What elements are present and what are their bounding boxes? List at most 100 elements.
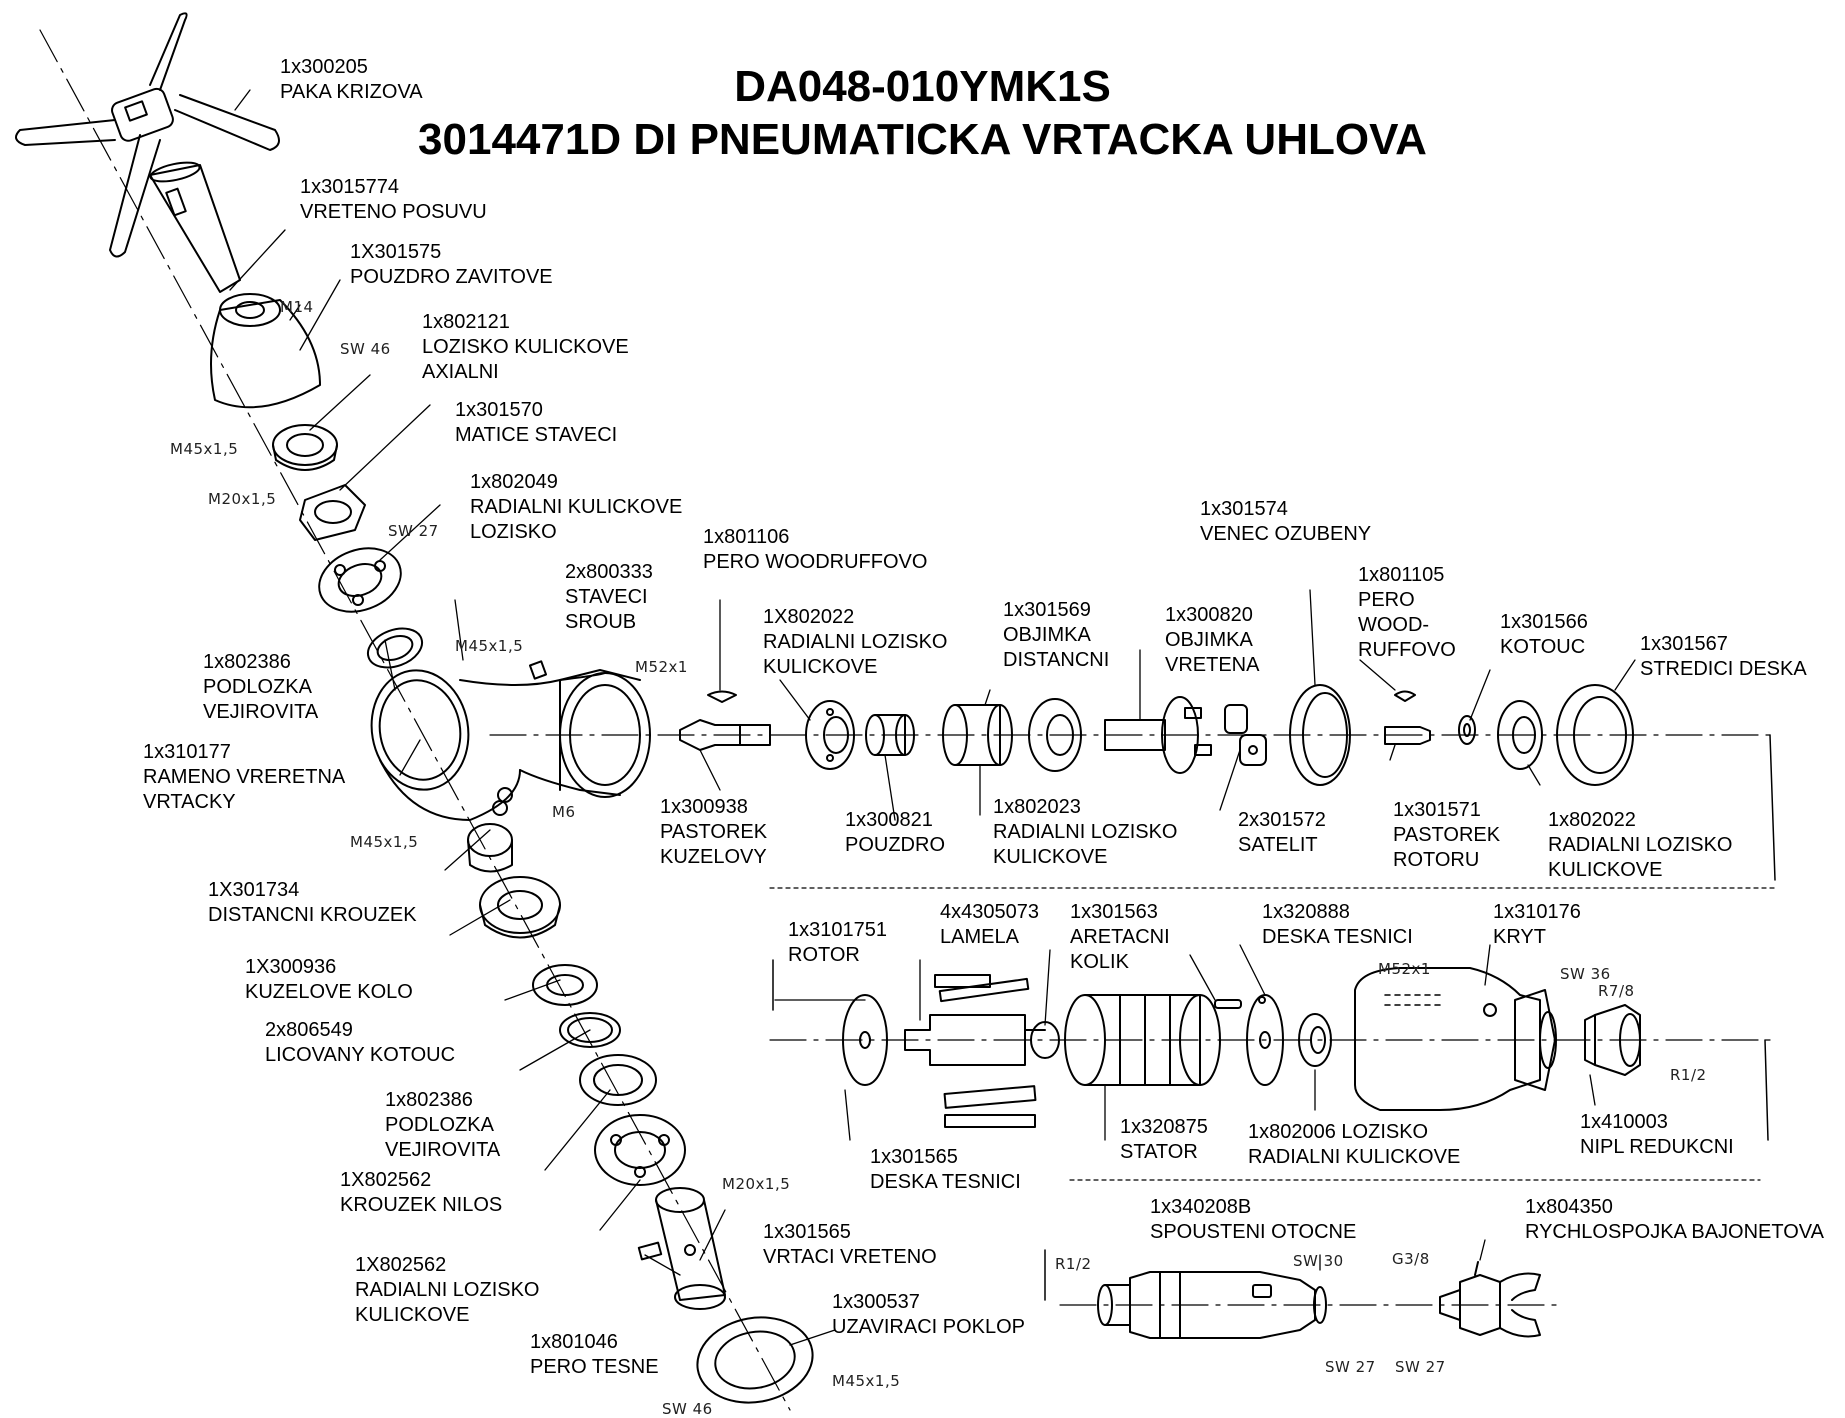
dim-label: M45x1,5 bbox=[832, 1372, 901, 1390]
dim-label: M20x1,5 bbox=[208, 490, 277, 508]
dim-label: R1/2 bbox=[1055, 1255, 1092, 1273]
drill-spindle-part bbox=[637, 1187, 726, 1310]
nilos-ring-part bbox=[579, 1054, 657, 1106]
dim-label: M14 bbox=[280, 298, 314, 316]
radial-bearing-part-5 bbox=[1497, 700, 1543, 770]
bevel-pinion-part bbox=[679, 719, 771, 751]
dim-label: SW 36 bbox=[1560, 965, 1611, 983]
dim-label: M45x1,5 bbox=[170, 440, 239, 458]
dim-label: M45x1,5 bbox=[455, 637, 524, 655]
woodruff-key-part-1 bbox=[707, 690, 737, 703]
dim-label: M52x1 bbox=[1378, 960, 1431, 978]
bushing-part bbox=[865, 714, 915, 756]
rotary-throttle-part bbox=[1097, 1271, 1327, 1339]
radial-bearing-part-3 bbox=[805, 700, 855, 770]
housing-cover-part bbox=[1354, 967, 1557, 1111]
radial-bearing-part-4 bbox=[1028, 698, 1082, 772]
threaded-bushing-part bbox=[210, 293, 321, 409]
dim-label: M52x1 bbox=[635, 658, 688, 676]
radial-bearing-part-6 bbox=[1298, 1013, 1332, 1067]
distance-sleeve-part bbox=[942, 704, 1013, 766]
dim-label: R1/2 bbox=[1670, 1066, 1707, 1084]
dim-label: SW 27 bbox=[1395, 1358, 1446, 1376]
dim-label: R7/8 bbox=[1598, 982, 1635, 1000]
drawing-title-description: 3014471D DI PNEUMATICKA VRTACKA UHLOVA bbox=[418, 115, 1427, 164]
fitted-disc-part bbox=[532, 964, 621, 1048]
centering-plate-part bbox=[1556, 684, 1634, 786]
radial-bearing-part-1 bbox=[318, 547, 402, 613]
adjusting-nut-part bbox=[299, 484, 366, 541]
dim-label: SW 30 bbox=[1293, 1252, 1344, 1270]
bayonet-coupling-part bbox=[1439, 1261, 1541, 1338]
dim-label: SW 27 bbox=[388, 522, 439, 540]
dim-label: M20x1,5 bbox=[722, 1175, 791, 1193]
washer-part-1 bbox=[366, 627, 424, 669]
axial-bearing-part bbox=[272, 424, 338, 471]
feed-spindle-part bbox=[149, 161, 241, 293]
dim-label: M6 bbox=[552, 803, 576, 821]
locking-pin-part bbox=[1214, 999, 1242, 1009]
vane-part bbox=[934, 974, 1037, 1128]
seal-plate-part-1 bbox=[842, 994, 888, 1086]
dim-label: G3/8 bbox=[1392, 1250, 1430, 1268]
drawing-title-model: DA048-010YMK1S bbox=[734, 62, 1111, 111]
dim-label: M45x1,5 bbox=[350, 833, 419, 851]
ring-gear-part bbox=[1289, 684, 1351, 786]
radial-bearing-part-2 bbox=[594, 1114, 686, 1186]
section-dividers bbox=[769, 887, 1776, 1181]
stator-part bbox=[1064, 994, 1221, 1086]
boundary-marks bbox=[772, 734, 1776, 1301]
disc-part bbox=[1458, 715, 1476, 745]
spacer-ring-part bbox=[467, 823, 513, 873]
leader-lines bbox=[229, 89, 1636, 1346]
dim-label: SW 46 bbox=[662, 1400, 713, 1418]
dim-label: SW 46 bbox=[340, 340, 391, 358]
angle-head-housing-part bbox=[370, 660, 651, 821]
woodruff-key-part-2 bbox=[1394, 690, 1416, 702]
rotor-pinion-part bbox=[1384, 726, 1431, 745]
spindle-sleeve-part bbox=[1104, 696, 1212, 774]
bevel-gear-part bbox=[479, 876, 561, 939]
